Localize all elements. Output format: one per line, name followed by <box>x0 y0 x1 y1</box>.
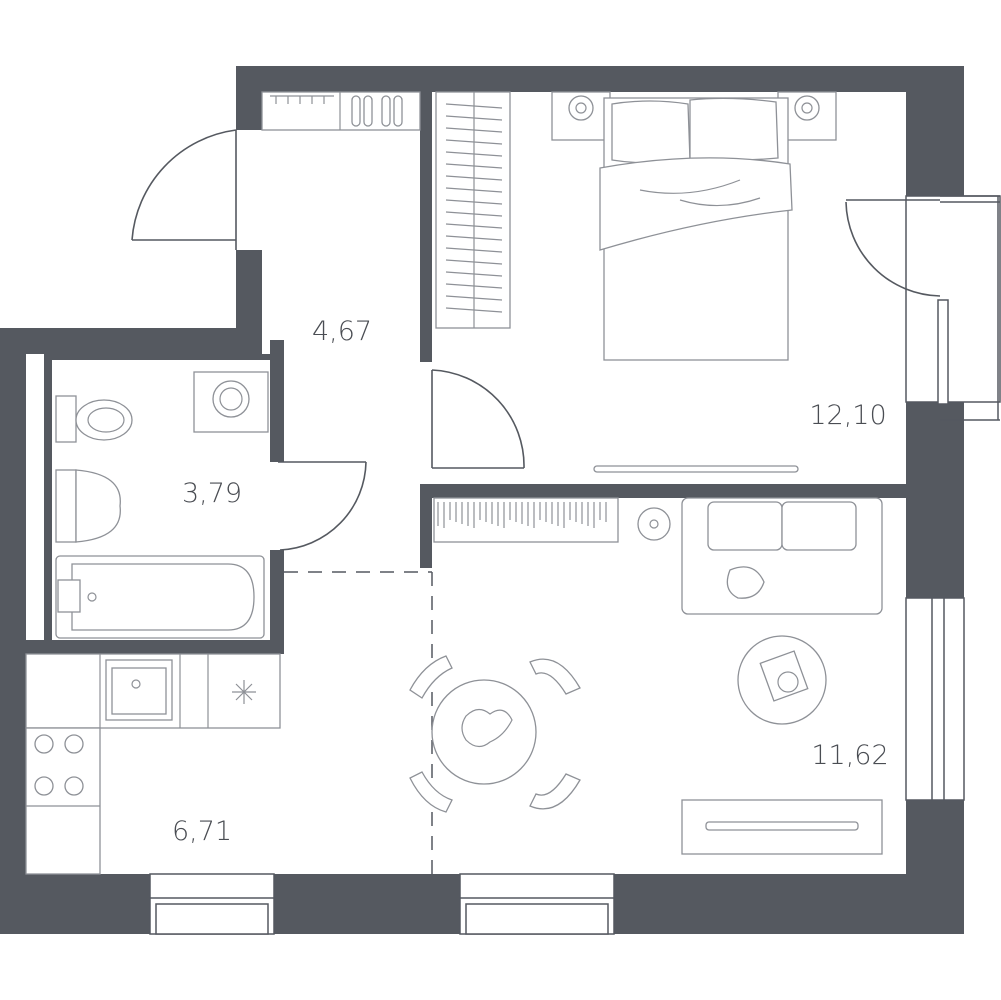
wardrobe-hanger <box>445 163 503 169</box>
wardrobe-hanger <box>445 247 503 253</box>
bathroom-fixtures <box>55 371 269 639</box>
living-room-furniture <box>409 497 883 855</box>
wardrobe-hanger <box>445 259 503 265</box>
wardrobe-hanger <box>445 271 503 277</box>
wardrobe-hanger <box>445 151 503 157</box>
bedroom-wardrobe <box>435 91 511 329</box>
wardrobe-hanger <box>445 307 503 313</box>
wardrobe-hanger <box>445 211 503 217</box>
doors <box>131 129 941 551</box>
wardrobe-hanger <box>445 283 503 289</box>
bedroom-bed <box>551 91 837 361</box>
windows <box>149 195 1001 935</box>
wardrobe-hanger <box>445 115 503 121</box>
room-labels: 4,67 3,79 6,71 12,10 11,62 <box>172 316 889 847</box>
area-label-bathroom: 3,79 <box>182 478 242 509</box>
zone-dividers <box>284 571 433 874</box>
wardrobe-hanger <box>445 223 503 229</box>
wardrobe-hanger <box>445 235 503 241</box>
wardrobe-hanger <box>445 187 503 193</box>
bedroom-tv <box>593 465 799 473</box>
wardrobe-hanger <box>445 175 503 181</box>
wardrobe-hanger <box>445 199 503 205</box>
area-label-hallway: 4,67 <box>312 316 372 347</box>
hallway-shoe-rack <box>261 91 421 131</box>
wardrobe-hanger <box>445 139 503 145</box>
area-label-living-room: 11,62 <box>811 740 888 771</box>
area-label-kitchen: 6,71 <box>172 816 232 847</box>
wardrobe-hanger <box>445 103 503 109</box>
wardrobe-hanger <box>445 127 503 133</box>
wardrobe-hanger <box>445 295 503 301</box>
area-label-bedroom: 12,10 <box>809 400 886 431</box>
kitchen-units <box>25 653 281 875</box>
